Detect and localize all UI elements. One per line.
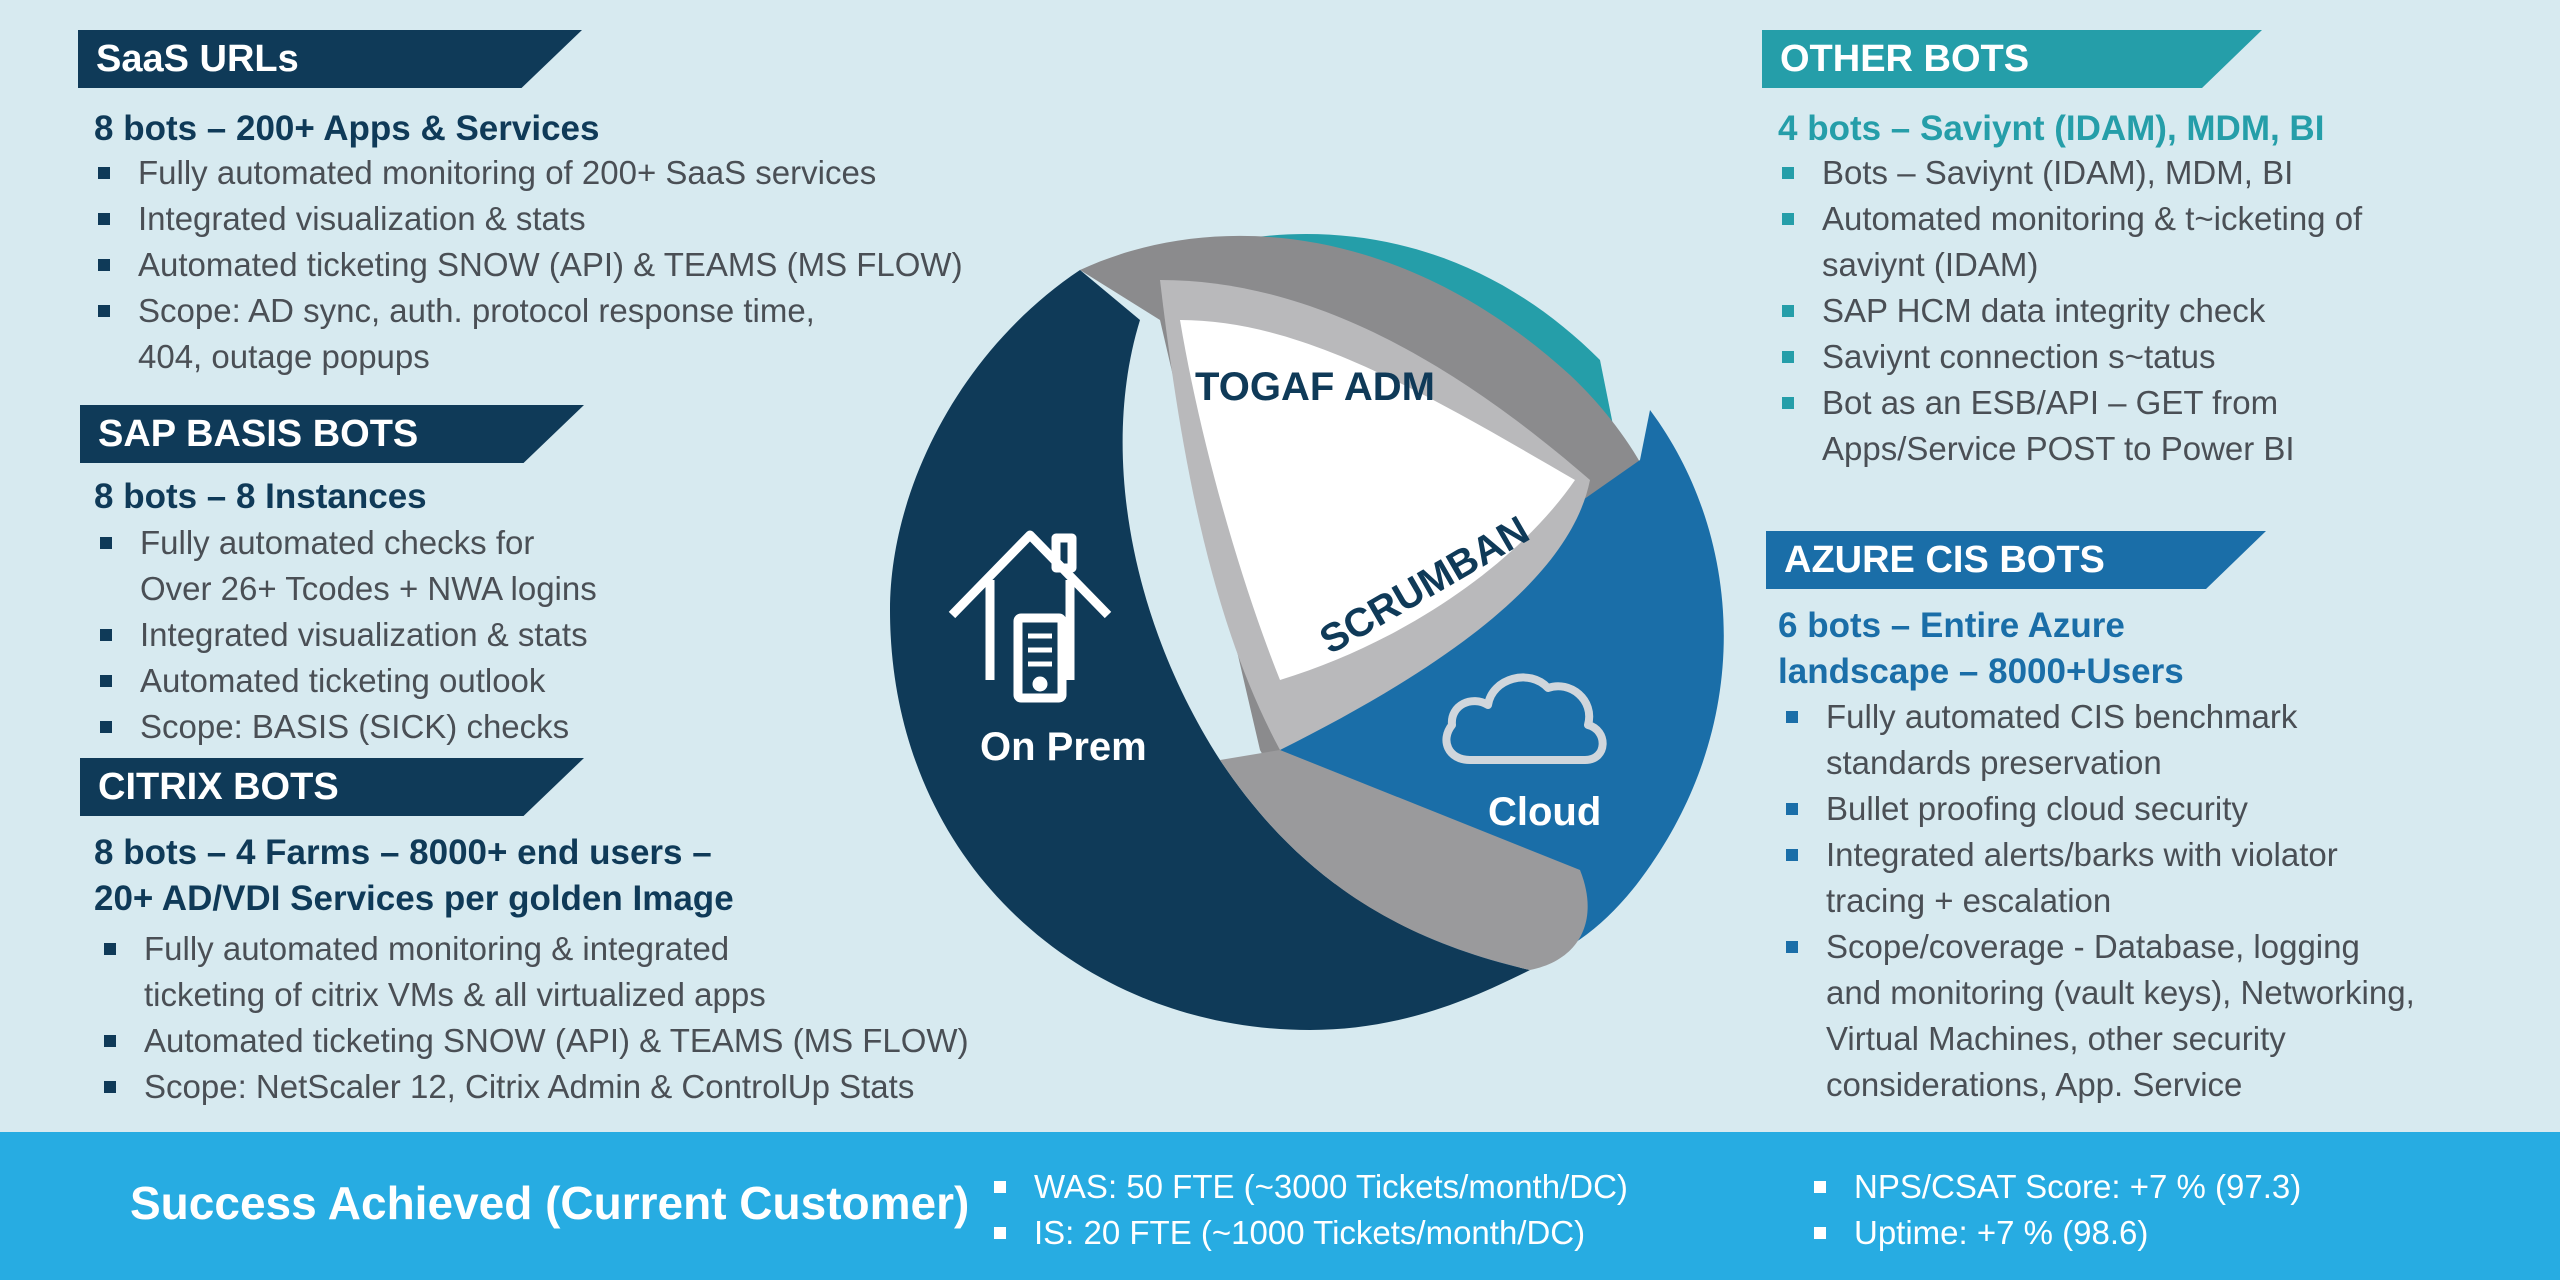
sap-subtitle: 8 bots – 8 Instances [94,477,427,516]
citrix-subtitle-line1: 8 bots – 4 Farms – 8000+ end users – [94,833,712,872]
list-item: Scope: AD sync, auth. protocol response … [94,288,994,380]
list-item: Automated monitoring & t~icketing of sav… [1778,196,2518,288]
list-item: Fully automated monitoring & integrated … [100,926,1020,1018]
list-item: Automated ticketing SNOW (API) & TEAMS (… [100,1018,1020,1064]
list-item: Automated ticketing SNOW (API) & TEAMS (… [94,242,994,288]
list-item: Fully automated checks for Over 26+ Tcod… [96,520,896,612]
house-server-icon [948,530,1112,703]
list-item: IS: 20 FTE (~1000 Tickets/month/DC) [990,1210,1628,1256]
footer-stats-col2: NPS/CSAT Score: +7 % (97.3) Uptime: +7 %… [1810,1164,2301,1256]
list-item: Bots – Saviynt (IDAM), MDM, BI [1778,150,2518,196]
on-prem-label: On Prem [980,725,1147,769]
list-item: Scope: BASIS (SICK) checks [96,704,896,750]
list-item: Automated ticketing outlook [96,658,896,704]
citrix-bullet-list: Fully automated monitoring & integrated … [100,926,1020,1110]
list-item: Integrated visualization & stats [94,196,994,242]
sphere-diagram: TOGAF ADM SCRUMBAN On Prem Cloud [890,234,1724,1030]
saas-banner: SaaS URLs [78,30,582,88]
list-item: Bot as an ESB/API – GET from Apps/Servic… [1778,380,2518,472]
saas-subtitle: 8 bots – 200+ Apps & Services [94,109,600,148]
other-bullet-list: Bots – Saviynt (IDAM), MDM, BI Automated… [1778,150,2518,472]
on-prem-region [890,270,1530,1030]
azure-banner: AZURE CIS BOTS [1766,531,2266,589]
success-footer: Success Achieved (Current Customer) WAS:… [0,1132,2560,1280]
list-item: Uptime: +7 % (98.6) [1810,1210,2301,1256]
list-item: NPS/CSAT Score: +7 % (97.3) [1810,1164,2301,1210]
saas-bullet-list: Fully automated monitoring of 200+ SaaS … [94,150,994,380]
list-item: Fully automated CIS benchmark standards … [1782,694,2542,786]
list-item: Fully automated monitoring of 200+ SaaS … [94,150,994,196]
cloud-label: Cloud [1488,790,1601,834]
list-item: Integrated alerts/barks with violator tr… [1782,832,2542,924]
citrix-subtitle-line2: 20+ AD/VDI Services per golden Image [94,879,734,918]
inner-wedge-white [1180,320,1575,680]
other-banner: OTHER BOTS [1762,30,2262,88]
list-item: WAS: 50 FTE (~3000 Tickets/month/DC) [990,1164,1628,1210]
footer-title: Success Achieved (Current Customer) [130,1177,970,1229]
togaf-label: TOGAF ADM [1195,365,1435,409]
list-item: SAP HCM data integrity check [1778,288,2518,334]
sap-bullet-list: Fully automated checks for Over 26+ Tcod… [96,520,896,750]
citrix-banner: CITRIX BOTS [80,758,584,816]
list-item: Scope/coverage - Database, logging and m… [1782,924,2542,1108]
cloud-icon [1442,673,1607,764]
footer-stats-col1: WAS: 50 FTE (~3000 Tickets/month/DC) IS:… [990,1164,1628,1256]
list-item: Scope: NetScaler 12, Citrix Admin & Cont… [100,1064,1020,1110]
sap-banner: SAP BASIS BOTS [80,405,584,463]
lower-rim [1220,750,1588,970]
other-subtitle: 4 bots – Saviynt (IDAM), MDM, BI [1778,109,2325,148]
list-item: Saviynt connection s~tatus [1778,334,2518,380]
azure-subtitle-line1: 6 bots – Entire Azure [1778,606,2125,645]
list-item: Bullet proofing cloud security [1782,786,2542,832]
azure-bullet-list: Fully automated CIS benchmark standards … [1782,694,2542,1108]
list-item: Integrated visualization & stats [96,612,896,658]
azure-subtitle-line2: landscape – 8000+Users [1778,652,2184,691]
